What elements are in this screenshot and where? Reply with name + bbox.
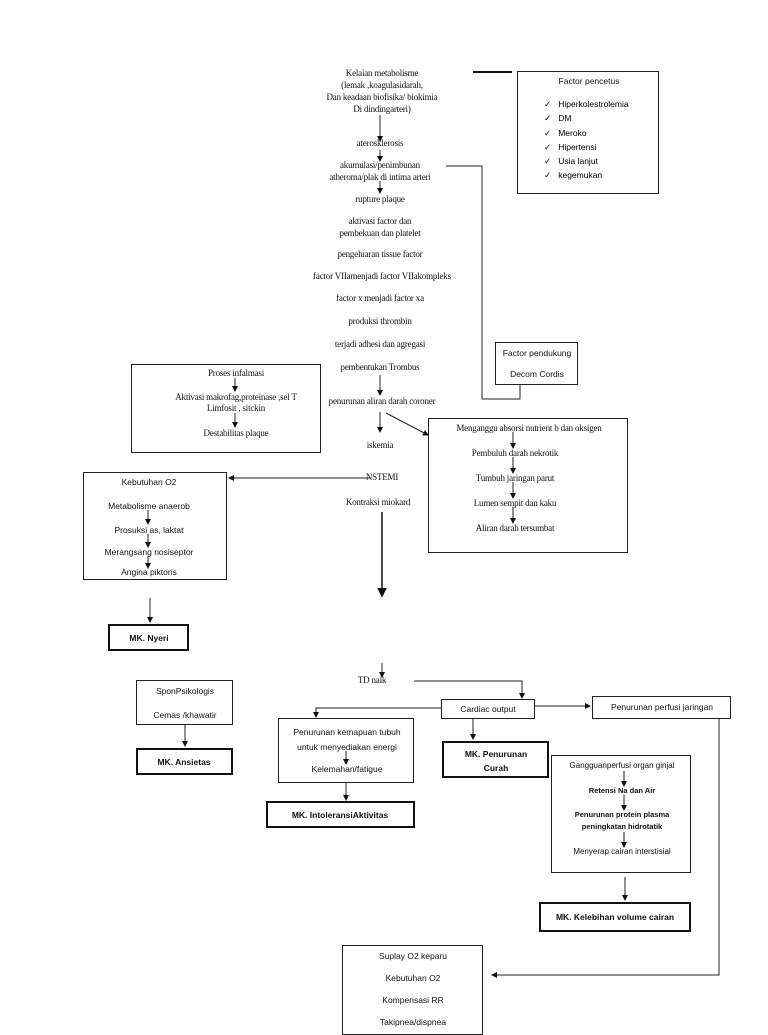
item-label: Usia lanjut xyxy=(558,156,598,167)
list-item: ✓ Hipertensi xyxy=(544,140,629,154)
line: (lemak ,koagulasidarah, xyxy=(341,80,423,90)
line: pembekuan dan platelet xyxy=(339,228,421,238)
line: Kebutuhan O2 xyxy=(121,477,177,487)
check-icon: ✓ xyxy=(544,141,552,152)
line: akumulasi/penimbunan xyxy=(340,160,420,170)
adhesi-node: terjadi adhesi dan agregasi xyxy=(334,339,426,349)
kebutuhan-o2-box: Kebutuhan O2 Metabolisme anaerob Prosuks… xyxy=(83,472,227,580)
line: Limfosit , sitckin xyxy=(206,403,266,413)
line: Kelaian metabolisme xyxy=(345,68,419,78)
line: Gangguanperfusi organ ginjal xyxy=(569,761,675,770)
kontraksi-node: Kontraksi miokard xyxy=(345,497,411,507)
item-label: Hipertensi xyxy=(558,141,597,152)
line: Kompensasi RR xyxy=(382,995,444,1005)
ginjal-box: Gangguanperfusi organ ginjal Retensi Na … xyxy=(551,755,691,873)
line: Destabilitas plaque xyxy=(203,428,269,438)
list-item: ✓ Usia lanjut xyxy=(544,154,629,168)
trombus-node: pembentukan Trombus xyxy=(340,362,420,372)
line: untuk menyediakan energi xyxy=(297,742,397,752)
inflamasi-box: Proses infalmasi Aktivasi makrofag,prote… xyxy=(131,364,321,453)
energi-box: Penurunan kemapuan tubuh untuk menyediak… xyxy=(278,718,414,783)
line: Aliran darah tersumbat xyxy=(475,523,555,533)
line: peningkatan hidrotatik xyxy=(581,822,663,831)
line: MK. Penurunan xyxy=(464,749,528,759)
mk-ansietas-label: MK. Ansietas xyxy=(157,757,211,767)
produksi-node: produksi thrombin xyxy=(348,316,412,326)
mk-kelebihan-label: MK. Kelebihan volume cairan xyxy=(555,912,675,922)
aterosklerosis-node: aterosklerosis xyxy=(356,138,404,148)
item-label: kegemukan xyxy=(558,170,603,181)
iskemia-node: iskemia xyxy=(366,440,394,450)
item-label: Meroko xyxy=(558,127,587,138)
item-label: DM xyxy=(558,113,572,124)
line: Prosuksi as, laktat xyxy=(114,525,184,535)
factor-x-node: factor x menjadi factor xa xyxy=(336,293,424,303)
line: SponPsikologis xyxy=(155,686,215,696)
check-icon: ✓ xyxy=(544,113,552,124)
cardiac-output-label: Cardiac output xyxy=(460,704,516,714)
kelainan-metabolisme-text: Kelaian metabolisme (lemak ,koagulasidar… xyxy=(326,67,437,115)
mk-penurunan-curah-box: MK. Penurunan Curah xyxy=(442,741,549,778)
line: Pembuluh darah nekrotik xyxy=(471,448,559,458)
aktivasi-node: aktivasi factor dan pembekuan dan platel… xyxy=(339,215,420,239)
list-item: ✓ Meroko xyxy=(544,126,629,140)
nstemi-node: NSTEMI xyxy=(365,472,399,482)
line: Menganggu absorsi nutrient b dan oksigen xyxy=(456,423,602,433)
pengeluaran-node: pengeluaran tissue factor xyxy=(337,249,423,259)
line: Angina piktoris xyxy=(121,567,177,577)
mk-intoleransi-box: MK. IntoleransiAktivitas xyxy=(266,801,415,828)
akumulasi-node: akumulasi/penimbunan atheroma/plak di in… xyxy=(329,159,430,183)
factor-pencetus-title: Factor pencetus xyxy=(558,76,620,86)
item-label: Hiperkolestrolemia xyxy=(558,99,629,109)
list-item: ✓ DM xyxy=(544,111,629,125)
mk-kelebihan-box: MK. Kelebihan volume cairan xyxy=(539,902,691,932)
menganggu-box: Menganggu absorsi nutrient b dan oksigen… xyxy=(428,418,628,553)
psikologis-box: SponPsikologis Cemas /khawatir xyxy=(136,680,233,725)
rupture-node: rupture plaque xyxy=(355,194,405,204)
decom-cordis-text: Decom Cordis xyxy=(510,369,564,379)
mk-nyeri-label: MK. Nyeri xyxy=(129,633,169,643)
line: Kebutuhan O2 xyxy=(385,973,441,983)
line: Curah xyxy=(483,763,509,773)
list-item: ✓ Hiperkolestrolemia xyxy=(544,97,629,111)
paru-box: Suplay O2 keparu Kebutuhan O2 Kompensasi… xyxy=(342,945,483,1035)
factor-pendukung-box: Factor pendukung Decom Cordis xyxy=(495,342,578,385)
factor-pencetus-box: Factor pencetus xyxy=(517,71,659,194)
line: Aktivasi makrofag,proteinase ,sel T xyxy=(175,392,297,402)
check-icon: ✓ xyxy=(544,127,552,138)
line: Suplay O2 keparu xyxy=(378,951,448,961)
line: Tumbuh jaringan parut xyxy=(475,473,555,483)
factor-pencetus-list: ✓ Hiperkolestrolemia ✓ DM ✓ Meroko ✓ Hip… xyxy=(544,97,629,183)
factor-vii-node: factor VIIamenjadi factor VIIakompleks xyxy=(313,271,451,281)
cardiac-output-box: Cardiac output xyxy=(441,699,535,719)
check-icon: ✓ xyxy=(544,170,552,181)
line: Di dindingarteri) xyxy=(353,104,411,114)
line: Merangsang nosiseptor xyxy=(104,547,194,557)
penurunan-aliran-node: penurunan aliran darah coroner xyxy=(328,396,436,406)
check-icon: ✓ xyxy=(544,99,552,109)
line: Proses infalmasi xyxy=(207,368,265,378)
list-item: ✓ kegemukan xyxy=(544,168,629,182)
line: Kelemahan/fatigue xyxy=(311,764,383,774)
line: Lumen sempit dan kaku xyxy=(473,498,557,508)
line: atheroma/plak di intima arteri xyxy=(329,172,431,182)
line: Cemas /khawatir xyxy=(153,710,217,720)
mk-intoleransi-label: MK. IntoleransiAktivitas xyxy=(291,810,389,820)
line: Penurunan kemapuan tubuh xyxy=(293,727,401,737)
penurunan-perfusi-box: Penurunan perfusi jaringan xyxy=(592,696,731,719)
line: Takipnea/dispnea xyxy=(379,1017,447,1027)
factor-pendukung-title: Factor pendukung xyxy=(502,348,572,358)
penurunan-perfusi-label: Penurunan perfusi jaringan xyxy=(610,702,714,712)
line: aktivasi factor dan xyxy=(348,216,412,226)
check-icon: ✓ xyxy=(544,156,552,167)
line: Dan keadaan biofisika/ biokimia xyxy=(326,92,438,102)
mk-ansietas-box: MK. Ansietas xyxy=(136,748,233,775)
mk-nyeri-box: MK. Nyeri xyxy=(108,624,189,651)
line: Retensi Na dan Air xyxy=(588,786,656,795)
line: Metabolisme anaerob xyxy=(108,501,190,511)
line: Penurunan protein plasma xyxy=(574,810,670,819)
line: Menyerap cairan interstisial xyxy=(573,847,671,856)
td-naik-node: TD naik xyxy=(357,675,387,685)
